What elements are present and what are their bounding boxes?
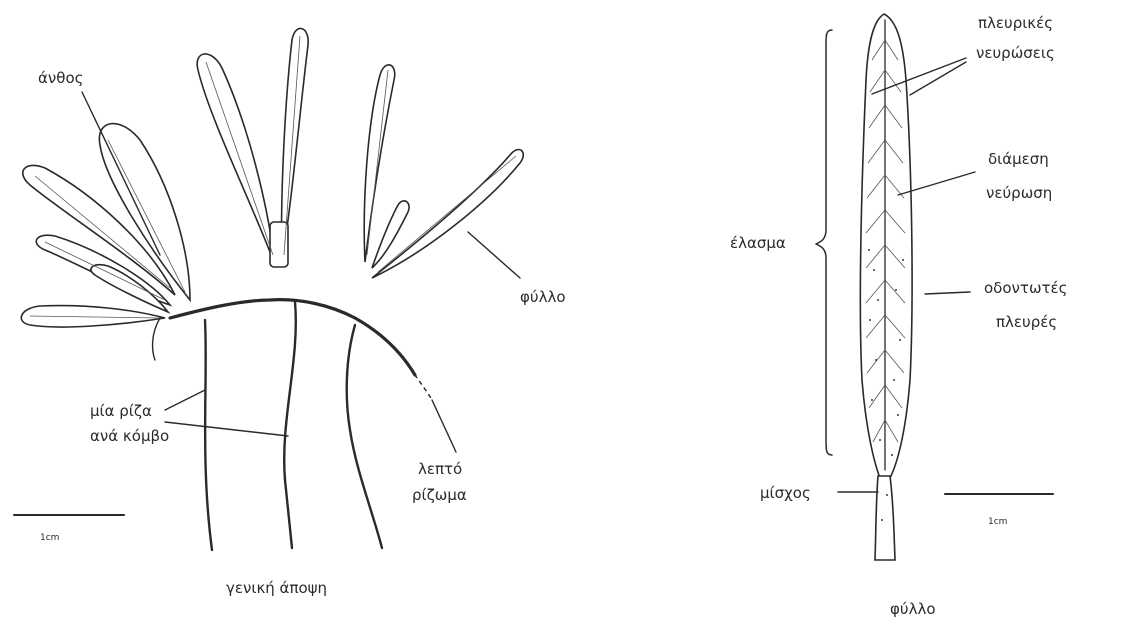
label-lateral-line1: πλευρικές bbox=[978, 14, 1053, 32]
label-toothed-line1: οδοντωτές bbox=[984, 279, 1067, 297]
label-rhizome-line1: λεπτό bbox=[418, 460, 462, 478]
label-midrib-line2: νεύρωση bbox=[986, 184, 1052, 202]
callout-rhizome bbox=[432, 400, 456, 452]
label-root-line2: ανά κόμβο bbox=[90, 427, 169, 445]
leaf-blade bbox=[197, 54, 275, 265]
label-midrib-line1: διάμεση bbox=[988, 150, 1049, 168]
caption-leaf: φύλλο bbox=[890, 600, 936, 618]
plant-overview: άνθος φύλλο μία ρίζα ανά κόμβο λεπτό ρίζ… bbox=[14, 28, 566, 597]
leaf-sheath bbox=[270, 222, 288, 267]
callout-toothed bbox=[925, 292, 970, 294]
scale-label: 1cm bbox=[40, 533, 59, 543]
scale-label: 1cm bbox=[988, 517, 1007, 527]
label-lateral-line2: νευρώσεις bbox=[976, 44, 1055, 62]
root bbox=[284, 302, 296, 548]
label-leaf: φύλλο bbox=[520, 288, 566, 306]
leaf-cluster-middle bbox=[197, 28, 308, 267]
callout-root bbox=[165, 422, 288, 436]
label-blade: έλασμα bbox=[730, 234, 786, 252]
leaf-cluster-right bbox=[364, 65, 523, 278]
label-rhizome-line2: ρίζωμα bbox=[412, 486, 467, 504]
caption-overview: γενική άποψη bbox=[226, 579, 327, 597]
leaf-vein bbox=[206, 62, 273, 255]
label-toothed-line2: πλευρές bbox=[996, 313, 1057, 331]
blade-brace bbox=[816, 30, 832, 455]
flower-stalk bbox=[153, 318, 160, 360]
root bbox=[205, 320, 212, 550]
rhizome-tip bbox=[415, 375, 432, 400]
root bbox=[347, 325, 382, 548]
label-flower: άνθος bbox=[38, 69, 83, 87]
callout-root bbox=[165, 390, 205, 410]
callout-leaf bbox=[468, 232, 520, 278]
label-root-line1: μία ρίζα bbox=[90, 402, 152, 420]
leaf-cluster-left bbox=[21, 124, 190, 360]
label-petiole: μίσχος bbox=[760, 484, 811, 502]
petiole bbox=[875, 476, 895, 560]
leaf-detail: πλευρικές νευρώσεις διάμεση νεύρωση έλασ… bbox=[730, 14, 1067, 618]
callout-lateral bbox=[910, 62, 966, 95]
